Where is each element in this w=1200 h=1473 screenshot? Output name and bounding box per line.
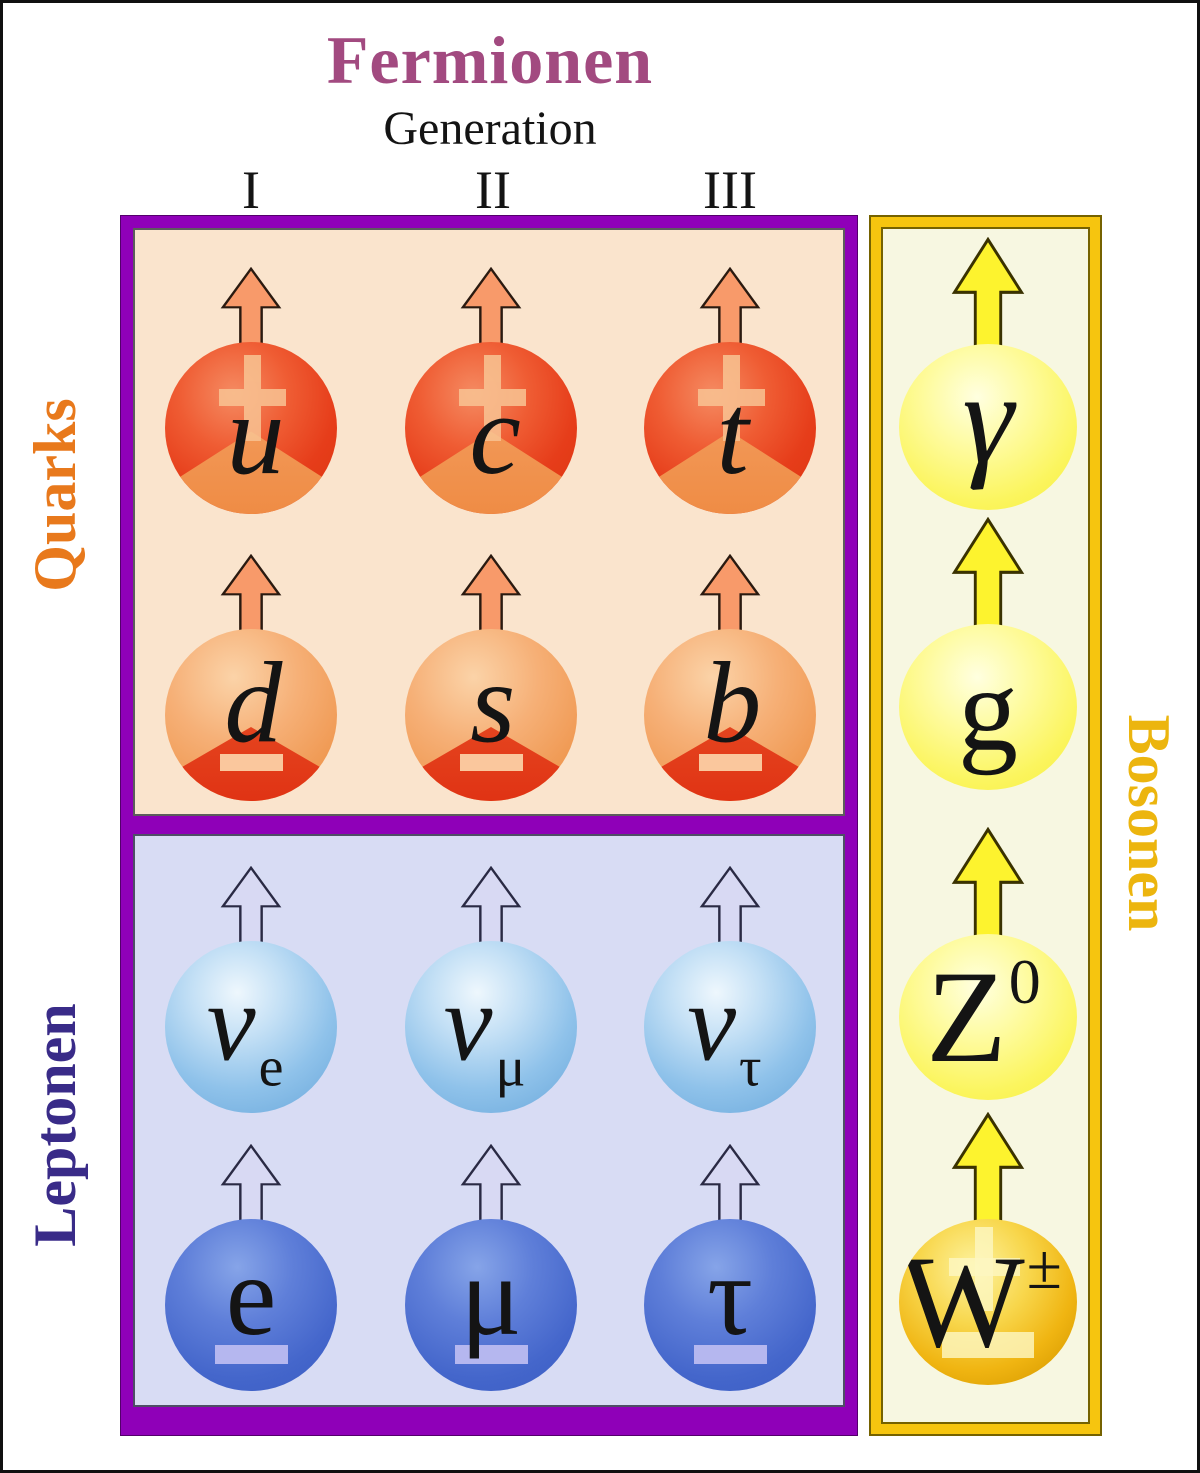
spin-up-arrow-icon [460, 267, 522, 353]
particle-symbol: d [224, 639, 283, 768]
spin-up-arrow-icon [220, 267, 282, 353]
quark-sphere: s [405, 629, 577, 801]
particle-symbol: W± [900, 1228, 1062, 1375]
minus-charge-icon [694, 1345, 767, 1364]
neutrino-sphere: νe [165, 941, 337, 1113]
particle-muon-neutrino: νμ [401, 866, 581, 1113]
particle-muon: μ [401, 1144, 581, 1391]
particle-bottom-quark: b [640, 554, 820, 801]
boson-sphere: γ [899, 344, 1077, 510]
spin-up-arrow-icon [951, 517, 1025, 635]
particle-symbol: s [470, 639, 516, 768]
spin-up-arrow-icon [951, 237, 1025, 355]
particle-symbol: u [226, 370, 285, 499]
particle-gluon: g [898, 517, 1078, 790]
spin-up-arrow-icon [220, 554, 282, 640]
quark-sphere: c [405, 342, 577, 514]
lepton-sphere: e [165, 1219, 337, 1391]
lepton-sphere: τ [644, 1219, 816, 1391]
spin-up-arrow-icon [220, 1144, 282, 1230]
neutrino-sphere: ντ [644, 941, 816, 1113]
plus-charge-icon [405, 342, 577, 514]
generation-i-label: I [242, 160, 260, 220]
particle-subscript: μ [495, 1036, 526, 1099]
minus-charge-icon [220, 754, 283, 771]
particle-subscript: τ [739, 1036, 762, 1099]
neutrino-sphere: νμ [405, 941, 577, 1113]
plus-charge-icon [644, 342, 816, 514]
boson-sphere: g [899, 624, 1077, 790]
particle-symbol: t [716, 370, 749, 499]
spin-up-arrow-icon [220, 866, 282, 952]
spin-up-arrow-icon [460, 554, 522, 640]
particle-subscript: e [258, 1036, 284, 1099]
minus-charge-icon [215, 1345, 288, 1364]
plus-charge-icon [899, 1219, 1077, 1385]
particle-strange-quark: s [401, 554, 581, 801]
quark-sphere: d [165, 629, 337, 801]
particle-symbol: μ [460, 1231, 522, 1359]
particle-symbol: g [958, 642, 1018, 776]
spin-up-arrow-icon [460, 1144, 522, 1230]
particle-symbol: τ [707, 1231, 753, 1359]
minus-charge-icon [460, 754, 523, 771]
particle-tau-neutrino: ντ [640, 866, 820, 1113]
plus-charge-icon [165, 342, 337, 514]
leptons-group-label: Leptonen [22, 1003, 88, 1247]
particle-symbol: νe [206, 961, 284, 1099]
particle-symbol: ντ [687, 961, 762, 1099]
particle-symbol: b [703, 639, 762, 768]
quarks-group-label: Quarks [22, 398, 88, 592]
particle-superscript: ± [1026, 1231, 1062, 1302]
generation-ii-label: II [475, 160, 511, 220]
spin-up-arrow-icon [699, 866, 761, 952]
particle-tau: τ [640, 1144, 820, 1391]
particle-charm-quark: c [401, 267, 581, 514]
particle-up-quark: u [161, 267, 341, 514]
particle-superscript: 0 [1008, 946, 1041, 1017]
particle-symbol: c [469, 370, 521, 499]
particle-symbol: Z0 [926, 943, 1041, 1090]
quark-sphere: t [644, 342, 816, 514]
minus-charge-icon [942, 1332, 1034, 1358]
page-title: Fermionen [326, 22, 654, 98]
spin-up-arrow-icon [951, 1112, 1025, 1230]
particle-photon: γ [898, 237, 1078, 510]
minus-charge-icon [455, 1345, 528, 1364]
lepton-sphere: μ [405, 1219, 577, 1391]
particle-symbol: e [225, 1231, 277, 1359]
spin-up-arrow-icon [699, 1144, 761, 1230]
generation-heading: Generation [383, 102, 597, 155]
boson-sphere: Z0 [899, 934, 1077, 1100]
generation-iii-label: III [703, 160, 757, 220]
particle-z-boson: Z0 [898, 827, 1078, 1100]
particle-symbol: νμ [443, 961, 526, 1099]
boson-sphere: W± [899, 1219, 1077, 1385]
minus-charge-icon [699, 754, 762, 771]
particle-top-quark: t [640, 267, 820, 514]
spin-up-arrow-icon [951, 827, 1025, 945]
spin-up-arrow-icon [699, 554, 761, 640]
particle-electron: e [161, 1144, 341, 1391]
particle-down-quark: d [161, 554, 341, 801]
bosons-group-label: Bosonen [1116, 714, 1182, 932]
particle-w-boson: W± [898, 1112, 1078, 1385]
spin-up-arrow-icon [460, 866, 522, 952]
spin-up-arrow-icon [699, 267, 761, 353]
quark-sphere: b [644, 629, 816, 801]
quark-sphere: u [165, 342, 337, 514]
particle-electron-neutrino: νe [161, 866, 341, 1113]
particle-symbol: γ [962, 347, 1014, 492]
